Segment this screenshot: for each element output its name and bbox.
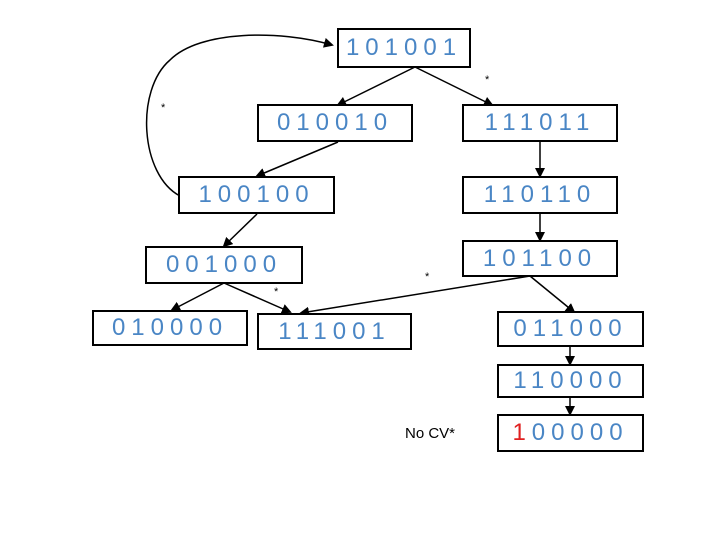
edge-100100-001000 [222,213,258,248]
node-111001: 111001 [257,313,412,350]
node-label: 110110 [483,181,597,208]
node-101100: 101100 [462,240,618,277]
node-label: 111001 [278,317,391,345]
edge-101100-111001 [299,275,531,317]
edge-001000-010000 [170,282,225,311]
node-110110: 110110 [462,176,618,214]
star-mark: * [161,102,166,114]
node-110000: 110000 [497,364,644,398]
star-mark: * [485,74,490,86]
node-label-highlight: 1 [512,419,532,446]
node-label-rest: 00000 [531,419,629,446]
node-label: 011000 [513,315,628,342]
node-010000: 010000 [92,310,248,346]
edge-010010-100100 [255,141,339,178]
edge-101001-010010 [336,66,416,106]
star-mark: * [274,286,279,298]
node-101001: 101001 [337,28,471,68]
node-label: 010010 [276,109,394,136]
star-mark: * [425,271,430,283]
node-111011: 111011 [462,104,618,142]
edge-001000-111001 [223,282,292,314]
node-label: 001000 [165,251,283,278]
node-label: 101100 [482,244,598,272]
node-label: 110000 [513,367,628,394]
no-cv-label: No CV* [405,425,456,442]
node-label: 010000 [111,314,229,341]
node-label: 101001 [345,34,463,61]
edge-101001-111011 [414,66,494,106]
node-010010: 010010 [257,104,413,142]
node-011000: 011000 [497,311,644,347]
node-label: 100100 [198,181,315,208]
node-100100: 100100 [178,176,335,214]
node-001000: 001000 [145,246,303,284]
node-label: 111011 [484,109,596,136]
edge-101100-011000 [529,275,576,314]
edge-100100-101001 [145,34,334,197]
